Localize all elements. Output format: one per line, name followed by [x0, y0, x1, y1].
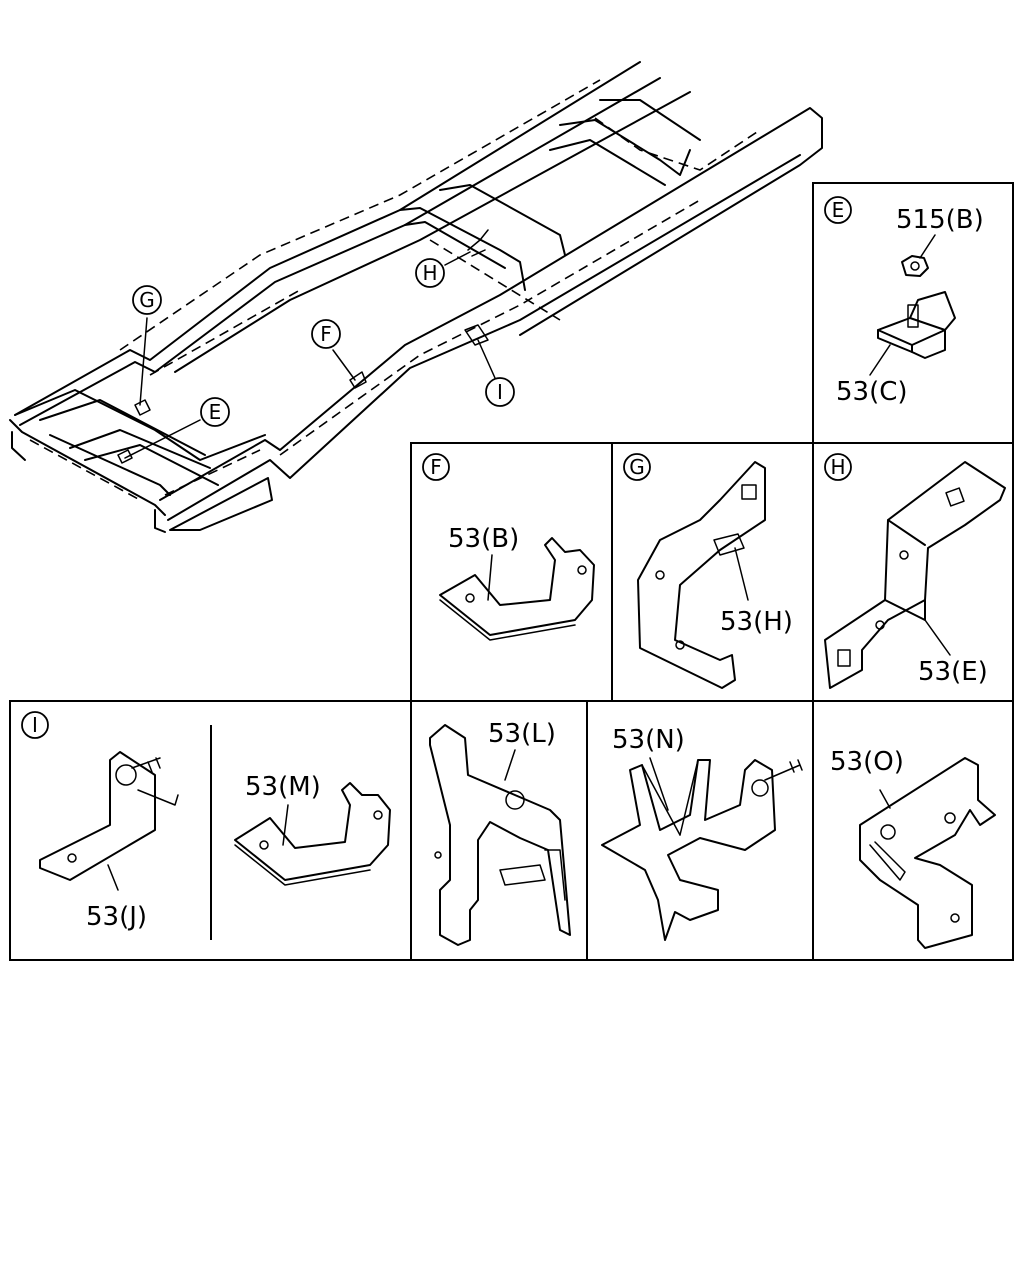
label-53j: 53(J)	[86, 902, 147, 932]
label-53h: 53(H)	[720, 607, 793, 637]
panel-h: H 53(E)	[824, 453, 1006, 689]
svg-text:F: F	[430, 455, 442, 479]
svg-text:E: E	[832, 198, 845, 222]
label-53e: 53(E)	[918, 657, 988, 687]
svg-text:I: I	[32, 713, 38, 737]
chassis-frame-illustration: G E F H I	[9, 61, 823, 533]
svg-text:G: G	[139, 288, 155, 312]
callout-frame-h: H	[415, 258, 445, 288]
svg-text:E: E	[209, 400, 222, 424]
svg-text:I: I	[497, 380, 503, 404]
panel-i-callout: I	[21, 711, 49, 739]
bracket-53h	[637, 461, 766, 689]
bracket-53j	[39, 751, 179, 881]
nut-515b	[901, 255, 929, 277]
label-53o: 53(O)	[830, 747, 904, 777]
bracket-53m	[234, 782, 391, 886]
bracket-53b	[439, 537, 595, 641]
panel-e-callout: E	[824, 196, 852, 224]
panel-borders	[9, 182, 1014, 961]
svg-text:H: H	[422, 261, 437, 285]
svg-text:F: F	[320, 322, 332, 346]
callout-frame-g: G	[132, 285, 162, 315]
callout-frame-f: F	[311, 319, 341, 349]
bracket-53o	[859, 757, 996, 949]
bracket-53e	[824, 461, 1006, 689]
label-53c: 53(C)	[836, 377, 908, 407]
panel-e: E 515(B) 53(C)	[824, 196, 984, 407]
svg-text:H: H	[830, 455, 845, 479]
bracket-53n	[601, 759, 803, 941]
panel-g-callout: G	[623, 453, 651, 481]
callout-frame-e: E	[200, 397, 230, 427]
bracket-53l	[429, 724, 571, 946]
svg-text:G: G	[629, 455, 645, 479]
panel-h-callout: H	[824, 453, 852, 481]
label-53m: 53(M)	[245, 772, 321, 802]
label-53l: 53(L)	[488, 719, 556, 749]
panel-l: 53(L)	[429, 719, 571, 946]
label-53b: 53(B)	[448, 524, 519, 554]
panel-i: I 53(J) 53(M)	[21, 711, 391, 932]
panel-f-callout: F	[422, 453, 450, 481]
label-53n: 53(N)	[612, 725, 685, 755]
panel-f: F 53(B)	[422, 453, 595, 641]
panel-o: 53(O)	[830, 747, 996, 949]
label-515b: 515(B)	[896, 205, 984, 235]
bracket-53c	[877, 291, 956, 359]
callout-frame-i: I	[485, 377, 515, 407]
panel-n: 53(N)	[601, 725, 803, 941]
panel-g: G 53(H)	[623, 453, 793, 689]
